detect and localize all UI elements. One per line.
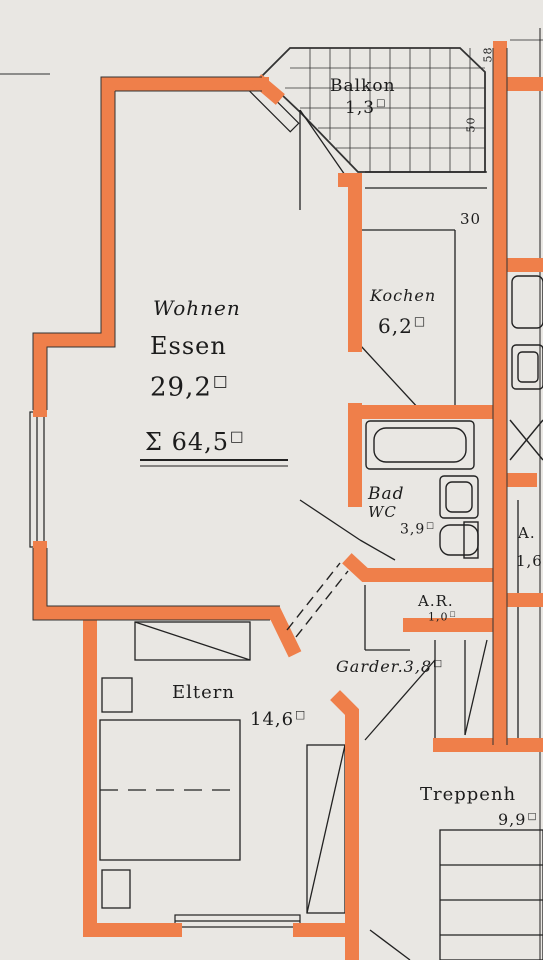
dimension-50: 50 [465,117,478,133]
windows [29,81,301,928]
wc-label: WC [368,503,397,521]
dimension-30-value: 30 [460,210,482,228]
ar-area-unit: □ [449,610,457,618]
wc-name: WC [368,503,397,521]
kochen-label: Kochen [370,286,436,305]
balkon-label: Balkon [330,76,396,96]
wall-edges [32,48,508,745]
bad-area-unit: □ [426,520,436,530]
bad-label: Bad [368,484,405,504]
essen-name: Essen [150,332,227,360]
essen-label: Essen [150,332,227,360]
dimension-30: 30 [460,210,481,228]
wohnen-area: 29,2□ [150,372,229,403]
ar-area-value: 1,0 [428,610,449,624]
kochen-area-unit: □ [413,314,427,329]
balkon-area: 1,3□ [345,98,387,118]
eltern-area-value: 14,6 [250,709,295,730]
neighbor-name: A. [518,524,536,542]
garder-name: Garder. [336,657,404,676]
kochen-area-value: 6,2 [378,314,413,338]
kochen-area: 6,2□ [378,314,426,338]
balkon-tiles [260,47,486,173]
garder-area-value: 3,8 [403,657,433,676]
eltern-name: Eltern [172,682,235,703]
bad-area: 3,9□ [400,520,435,538]
eltern-area: 14,6□ [250,708,306,730]
treppenhaus-area: 9,9□ [498,810,538,829]
sink [439,475,479,519]
wohnen-area-unit: □ [212,372,229,390]
dimension-50-value: 50 [464,116,478,133]
wohnen-name: Wohnen [153,296,241,320]
ar-area: 1,0□ [428,610,457,624]
treppenhaus-label: Treppenh [420,784,516,805]
ar-name: A.R. [418,592,454,610]
balkon-area-unit: □ [376,98,387,110]
walls [33,41,543,960]
toilet [439,521,479,559]
dimension-58: 58 [482,47,495,63]
neighbor-label: A. [518,524,536,542]
dimension-58-value: 58 [481,46,495,63]
wohnen-label: Wohnen [153,296,241,320]
wohnen-area-value: 29,2 [150,372,212,403]
garder-label: Garder.3,8□ [336,657,443,676]
interior-lines [99,28,543,960]
balkon-area-value: 1,3 [345,98,376,118]
eltern-label: Eltern [172,682,235,703]
kitchen-counter-neighbor [509,275,543,461]
door-dashed [286,562,349,638]
bad-name: Bad [368,484,405,504]
garder-area-unit: □ [433,657,444,669]
eltern-area-unit: □ [295,708,307,721]
neighbor-area: 1,6 [516,552,543,570]
total-area-value: Σ 64,5 [145,428,230,456]
ar-label: A.R. [418,592,454,610]
total-area-unit: □ [230,429,245,445]
kochen-name: Kochen [370,286,437,305]
treppenhaus-area-unit: □ [527,810,538,822]
bathtub [365,420,475,470]
treppenhaus-area-value: 9,9 [498,810,527,829]
balkon-name: Balkon [330,76,396,96]
neighbor-area-value: 1,6 [516,552,543,570]
treppenhaus-name: Treppenh [420,784,517,805]
bad-area-value: 3,9 [400,521,426,538]
total-area: Σ 64,5□ [145,428,245,456]
